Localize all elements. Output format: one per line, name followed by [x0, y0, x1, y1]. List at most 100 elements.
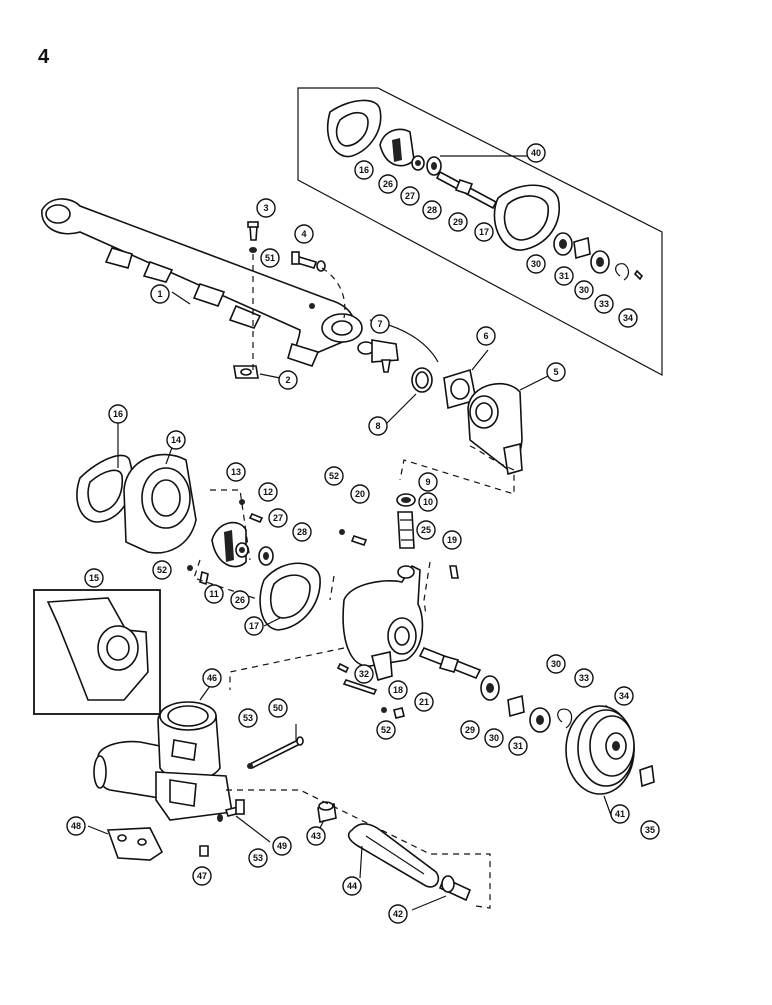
callout-number: 19: [447, 535, 457, 545]
bolt-4: [291, 251, 326, 272]
callout-number: 2: [285, 375, 290, 385]
callout-number: 53: [243, 713, 253, 723]
water-manifold-1: [41, 198, 363, 367]
fan-pulley-41: [565, 705, 635, 795]
seal-8: [411, 367, 433, 393]
stud-19: [449, 565, 459, 579]
callout-number: 21: [419, 697, 429, 707]
callout-number: 17: [249, 621, 259, 631]
seal-27: [235, 542, 249, 558]
callout-35: 35: [640, 820, 660, 840]
callout-bubble: [418, 472, 438, 492]
nut-35: [639, 764, 655, 788]
callout-number: 30: [579, 285, 589, 295]
callout-number: 25: [421, 525, 431, 535]
fuel-pump-46: [93, 701, 233, 821]
callout-bubble: [244, 616, 264, 636]
callout-28: 28: [422, 200, 442, 220]
callout-17: 17: [474, 222, 494, 242]
callout-number: 33: [579, 673, 589, 683]
washer-13: [239, 499, 245, 505]
callout-30: 30: [546, 654, 566, 674]
dash-4: [321, 267, 346, 319]
callout-number: 42: [393, 909, 403, 919]
callout-30: 30: [574, 280, 594, 300]
lead-44: [359, 845, 363, 879]
dash-5-9: [399, 445, 515, 495]
callout-6: 6: [476, 326, 496, 346]
gasket-16: [76, 454, 134, 523]
screw-20: [350, 535, 368, 546]
callout-42: 42: [388, 904, 408, 924]
inset-15-box: [33, 589, 161, 715]
callout-number: 44: [347, 881, 357, 891]
callout-number: 4: [301, 229, 306, 239]
screw-32: [336, 662, 350, 674]
callout-30: 30: [484, 728, 504, 748]
dash-13: [210, 489, 251, 561]
callout-number: 12: [263, 487, 273, 497]
stud-18: [342, 679, 378, 695]
callout-14: 14: [166, 430, 186, 450]
lead-2: [259, 373, 281, 379]
callout-10: 10: [418, 492, 438, 512]
hose-10: [397, 511, 415, 549]
water-pump-body-25: [342, 564, 424, 681]
lead-5: [519, 375, 549, 391]
callout-number: 51: [265, 253, 275, 263]
callout-bubble: [400, 186, 420, 206]
callout-number: 49: [277, 841, 287, 851]
callout-number: 5: [553, 367, 558, 377]
callout-bubble: [460, 720, 480, 740]
kit-bearing-30b: [590, 250, 610, 274]
washer-52b: [339, 529, 345, 535]
callout-bubble: [256, 198, 276, 218]
callout-19: 19: [442, 530, 462, 550]
bolt-3: [247, 221, 259, 241]
kit-key-34: [633, 269, 644, 281]
callout-7: 7: [370, 314, 390, 334]
callout-number: 26: [383, 179, 393, 189]
callout-bubble: [442, 530, 462, 550]
callout-number: 28: [297, 527, 307, 537]
callout-28: 28: [292, 522, 312, 542]
snap-ring-33: [557, 708, 573, 729]
fitting-42: [438, 875, 472, 902]
callout-bubble: [418, 492, 438, 512]
callout-number: 18: [393, 685, 403, 695]
callout-number: 43: [311, 831, 321, 841]
callout-bubble: [204, 584, 224, 604]
bearing-30c: [480, 675, 500, 701]
callout-bubble: [376, 720, 396, 740]
callout-bubble: [350, 484, 370, 504]
callout-15: 15: [84, 568, 104, 588]
callout-1: 1: [150, 284, 170, 304]
washer-52a: [187, 565, 193, 571]
callout-bubble: [574, 280, 594, 300]
callout-bubble: [546, 362, 566, 382]
callout-20: 20: [350, 484, 370, 504]
callout-number: 13: [231, 467, 241, 477]
callout-bubble: [414, 692, 434, 712]
callout-number: 52: [157, 565, 167, 575]
spacer-31: [507, 694, 525, 718]
callout-number: 41: [615, 809, 625, 819]
callout-bubble: [238, 708, 258, 728]
callout-5: 5: [546, 362, 566, 382]
callout-bubble: [108, 404, 128, 424]
hose-44: [347, 823, 440, 888]
callout-bubble: [84, 568, 104, 588]
callout-52: 52: [376, 720, 396, 740]
kit-snap-ring-33: [615, 263, 630, 281]
callout-13: 13: [226, 462, 246, 482]
callout-47: 47: [192, 866, 212, 886]
callout-number: 27: [405, 191, 415, 201]
callout-46: 46: [202, 668, 222, 688]
callout-34: 34: [618, 308, 638, 328]
callout-bubble: [594, 294, 614, 314]
callout-number: 47: [197, 871, 207, 881]
callout-bubble: [272, 836, 292, 856]
callout-bubble: [66, 816, 86, 836]
callout-number: 15: [89, 573, 99, 583]
